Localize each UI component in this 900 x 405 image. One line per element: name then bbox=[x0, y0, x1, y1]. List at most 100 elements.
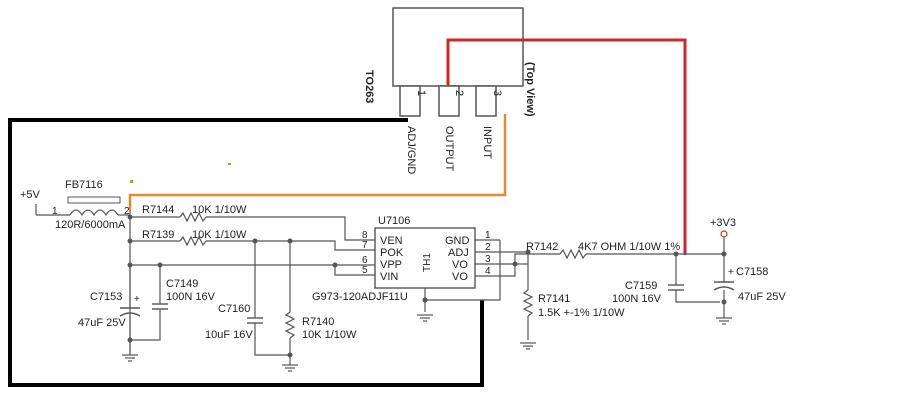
c7159-lead-bot bbox=[675, 290, 720, 303]
c7149-lead-bot bbox=[130, 309, 161, 341]
gnd-symbol-1 bbox=[122, 354, 138, 362]
fb7116-pin1: 1 bbox=[52, 206, 58, 217]
pin-5-num: 5 bbox=[362, 265, 368, 276]
node-r7140 bbox=[287, 238, 293, 244]
c7149-value: 100N 16V bbox=[166, 291, 216, 303]
black-gnd-trace bbox=[8, 118, 484, 387]
pin-7-num: 7 bbox=[362, 240, 368, 251]
c7153-plus: + bbox=[134, 294, 140, 305]
orange-mark-2 bbox=[228, 163, 231, 165]
c7159-value: 100N 16V bbox=[612, 293, 662, 305]
pin-3-num: 3 bbox=[485, 254, 491, 265]
c7153-ref: C7153 bbox=[90, 291, 122, 303]
fb7116-core bbox=[67, 196, 121, 204]
c7153: + C7153 47uF 25V bbox=[78, 265, 141, 329]
pin-pok-name: POK bbox=[380, 247, 404, 259]
u7106-thermal: TH1 bbox=[422, 253, 433, 272]
vo-join-wire bbox=[500, 263, 516, 277]
gnd-symbol-3 bbox=[417, 314, 433, 322]
package-pin-1-num: 1 bbox=[415, 90, 427, 96]
pin-adj-name: ADJ bbox=[448, 247, 469, 259]
r7141-body bbox=[522, 289, 534, 317]
r7139-wire-r bbox=[206, 240, 358, 251]
r7144-body bbox=[179, 211, 207, 223]
orange-input-trace bbox=[128, 114, 507, 210]
pin-gnd-name: GND bbox=[445, 235, 470, 247]
node-c7159-gnd bbox=[721, 299, 727, 305]
adj-wire bbox=[500, 251, 529, 290]
r7139-body bbox=[179, 235, 207, 247]
node-r7144 bbox=[127, 214, 133, 220]
pin-vpp-name: VPP bbox=[380, 259, 402, 271]
u7106: U7106 G973-120ADJF11U TH1 8 7 6 5 VEN PO… bbox=[312, 215, 500, 303]
package-name: TO263 bbox=[363, 70, 375, 103]
r7141: R7141 1.5K +-1% 1/10W bbox=[522, 289, 625, 340]
node-c7149 bbox=[157, 262, 163, 268]
gnd-return-wire bbox=[425, 240, 501, 301]
node-c7158 bbox=[721, 251, 727, 257]
fb7116-coil bbox=[69, 209, 119, 217]
r7140: R7140 10K 1/10W bbox=[284, 241, 357, 365]
r7144-wire-r bbox=[206, 216, 358, 241]
node-ic-gnd bbox=[422, 297, 428, 303]
orange-mark-1 bbox=[130, 180, 133, 183]
r7142-value: 4K7 OHM 1/10W 1% bbox=[578, 241, 680, 253]
node-r7139 bbox=[127, 238, 133, 244]
c7159: C7159 100N 16V bbox=[612, 254, 720, 305]
gnd-symbol-5 bbox=[716, 317, 732, 325]
to263-package: TO263 (Top View) 1 2 3 ADJ/GND OUTPUT IN… bbox=[363, 7, 536, 174]
node-vpp bbox=[127, 262, 133, 268]
gnd-symbol-4 bbox=[520, 342, 536, 350]
package-pin-3 bbox=[475, 85, 497, 117]
output-rail-label: +3V3 bbox=[710, 217, 736, 282]
c7160-ref: C7160 bbox=[218, 303, 250, 315]
c7158-ref: C7158 bbox=[736, 266, 768, 278]
package-view-label: (Top View) bbox=[524, 62, 536, 117]
rail-out-label: +3V3 bbox=[710, 217, 736, 229]
r7142: R7142 4K7 OHM 1/10W 1% bbox=[526, 241, 724, 260]
fb7116-value: 120R/6000mA bbox=[55, 219, 126, 231]
node-c7160 bbox=[252, 238, 258, 244]
pin-6-num: 6 bbox=[362, 255, 368, 266]
r7141-ref: R7141 bbox=[538, 293, 570, 305]
c7149-ref: C7149 bbox=[166, 278, 198, 290]
vo-to-r7142 bbox=[514, 253, 560, 264]
c7158-plate-bot bbox=[713, 286, 735, 291]
c7160-lead-bot bbox=[254, 323, 290, 356]
red-output-trace bbox=[446, 38, 687, 255]
package-pin-1 bbox=[399, 85, 421, 117]
pin-ven-name: VEN bbox=[380, 235, 403, 247]
rail-in-label: +5V bbox=[20, 189, 41, 201]
r7144: R7144 10K 1/10W bbox=[130, 204, 358, 241]
c7159-ref: C7159 bbox=[625, 280, 657, 292]
package-pin-3-name: INPUT bbox=[481, 126, 493, 159]
fb7116-pin2: 2 bbox=[124, 206, 130, 217]
r7144-value: 10K 1/10W bbox=[192, 204, 247, 216]
r7140-ref: R7140 bbox=[302, 316, 334, 328]
pin-8-num: 8 bbox=[362, 230, 368, 241]
r7144-ref: R7144 bbox=[142, 204, 174, 216]
fb7116: FB7116 1 2 120R/6000mA bbox=[52, 179, 130, 231]
c7158: + C7158 47uF 25V bbox=[713, 266, 786, 318]
package-pin-3-num: 3 bbox=[491, 90, 503, 96]
r7141-value: 1.5K +-1% 1/10W bbox=[538, 307, 625, 319]
package-pin-2-num: 2 bbox=[453, 90, 465, 96]
r7139-ref: R7139 bbox=[142, 229, 174, 241]
pin-4-num: 4 bbox=[485, 266, 491, 277]
package-pin-2-name: OUTPUT bbox=[443, 126, 455, 172]
rail-out-terminal bbox=[720, 230, 728, 238]
c7160: C7160 10uF 16V bbox=[205, 241, 290, 356]
c7158-plus: + bbox=[728, 267, 734, 278]
package-body bbox=[392, 7, 524, 87]
input-rail: +5V bbox=[20, 189, 70, 216]
pin-vin-name: VIN bbox=[380, 271, 398, 283]
r7142-body bbox=[559, 248, 587, 260]
r7140-value: 10K 1/10W bbox=[302, 329, 357, 341]
r7139: R7139 10K 1/10W bbox=[130, 229, 358, 251]
pin-1-num: 1 bbox=[485, 230, 491, 241]
r7142-ref: R7142 bbox=[526, 241, 558, 253]
u7106-ref: U7106 bbox=[378, 215, 410, 227]
node-vo bbox=[512, 261, 518, 267]
